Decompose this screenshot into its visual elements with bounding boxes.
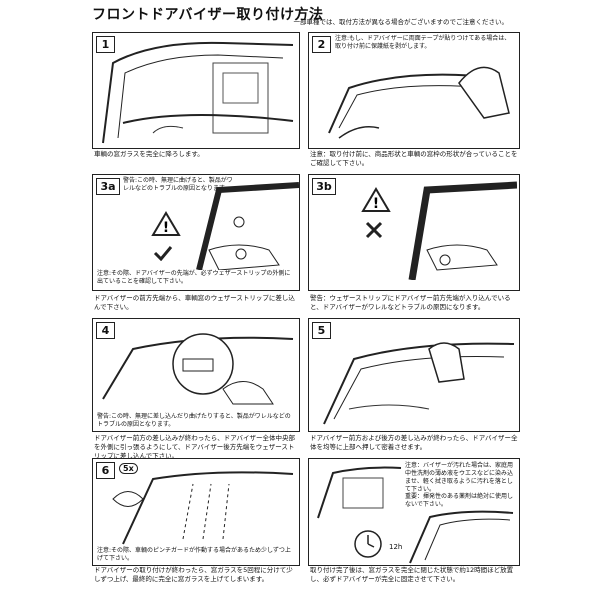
svg-text:!: ! (163, 220, 169, 236)
step-3a-note: 注意:その際、ドアバイザーの先端が、必ずウェザーストリップの外側に出ていることを… (97, 270, 291, 285)
step-7-panel: 注意：バイザーが汚れた場合は、家庭用中性洗剤の薄め液をウエスなどに染み込ませ、軽… (308, 458, 520, 566)
step-number: 4 (96, 322, 115, 339)
step-7-important: 重要：揮発性のある薬剤は絶対に使用しないで下さい。 (405, 493, 514, 508)
step-6-note: 注意:その際、車輌のピンチガードが作動する場合があるため少しずつ上げて下さい。 (97, 547, 291, 562)
page-subtitle: 一部車種では、取付方法が異なる場合がございますのでご注意ください。 (293, 18, 509, 26)
visor-insert-illustration (196, 182, 299, 270)
step-3a-caption: ドアバイザーの前方先端から、車輌窓のウェザーストリップに差し込んで下さい。 (94, 294, 295, 311)
step-number: 3b (312, 178, 336, 195)
step-number: 3a (96, 178, 120, 195)
hours-label: 12h (389, 543, 403, 551)
repeat-count-label: 5x (119, 463, 138, 474)
page-title: フロントドアバイザー取り付け方法 (92, 7, 324, 23)
step-4-panel: 4 警告:この時、無理に差し込んだり曲げたりすると、製品がワレルなどのトラブルの… (92, 318, 300, 432)
step-5-caption: ドアバイザー前方および後方の差し込みが終わったら、ドアバイザー全体を均等に上部へ… (310, 434, 518, 451)
visor-rear-illustration (102, 333, 294, 405)
step-7-note: 注意：バイザーが汚れた場合は、家庭用中性洗剤の薄め液をウエスなどに染み込ませ、軽… (405, 462, 514, 493)
window-raise-illustration (112, 471, 294, 545)
step-7-caption: 取り付け完了後は、窓ガラスを完全に閉じた状態で約12時間ほど放置し、必ずドアバイ… (310, 566, 514, 583)
step-3a-warning: 警告:この時、無理に曲げると、製品がワレルなどのトラブルの原因となります。 (123, 177, 233, 192)
step-number: 2 (312, 36, 331, 53)
step-6-caption: ドアバイザーの取り付けが終わったら、窓ガラスを5回程に分けて少しずつ上げ、最終的… (94, 566, 293, 583)
closed-window-illustration (409, 510, 514, 564)
warning-triangle-icon: ! (361, 187, 391, 212)
step-number: 1 (96, 36, 115, 53)
step-3b-panel: 3b ! (308, 174, 520, 291)
warning-triangle-icon: ! (151, 211, 181, 236)
step-2-panel: 2 注意:もし、ドアバイザーに両面テープが貼りつけてある場合は、取り付け前に保護… (308, 32, 520, 149)
step-5-panel: 5 (308, 318, 520, 432)
step-2-note: 注意:もし、ドアバイザーに両面テープが貼りつけてある場合は、取り付け前に保護紙を… (335, 35, 511, 50)
step-3a-panel: 3a 警告:この時、無理に曲げると、製品がワレルなどのトラブルの原因となります。… (92, 174, 300, 291)
step-6-panel: 6 5x 注意:その際、車輌のピンチガードが作動する場合があるため少しずつ上げて… (92, 458, 300, 566)
clock-icon (354, 530, 382, 558)
visor-wrong-illustration (408, 181, 517, 280)
step-3b-caption: 警告：ウェザーストリップにドアバイザー前方先端が入り込んでいると、ドアバイザーが… (310, 294, 511, 311)
checkmark-icon (153, 246, 173, 261)
step-number: 5 (312, 322, 331, 339)
step-1-panel: 1 (92, 32, 300, 149)
visor-press-illustration (323, 342, 515, 425)
car-window-illustration (102, 41, 294, 144)
step-4-warning: 警告:この時、無理に差し込んだり曲げたりすると、製品がワレルなどのトラブルの原因… (97, 413, 291, 428)
step-2-caption: 注意：取り付け前に、商品形状と車輌の窓枠の形状が合っていることをご確認して下さい… (310, 150, 518, 167)
svg-text:!: ! (373, 196, 379, 212)
step-1-caption: 車輌の窓ガラスを完全に降ろします。 (94, 150, 204, 158)
visor-hand-illustration (328, 66, 510, 139)
cross-icon (365, 221, 383, 239)
step-4-caption: ドアバイザー前方の差し込みが終わったら、ドアバイザー全体中央部を外側に引っ張るよ… (94, 434, 295, 460)
step-number: 6 (96, 462, 115, 479)
car-door-illustration (317, 466, 402, 519)
